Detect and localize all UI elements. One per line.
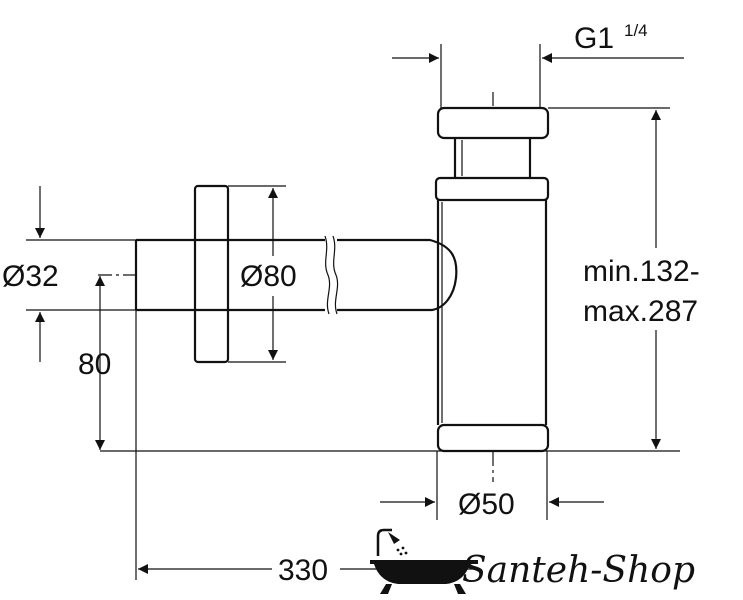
thread-fraction: 1/4 [624, 21, 648, 40]
dim-flange-diameter: Ø80 [228, 185, 297, 363]
bathtub-icon [370, 528, 478, 594]
length-label: 330 [278, 554, 328, 587]
dim-length: 330 [100, 310, 680, 587]
center-lines [98, 92, 494, 482]
wall-flange [193, 184, 230, 364]
brand-name: Santeh-Shop [462, 550, 695, 591]
dim-pipe-height: 80 [78, 276, 111, 450]
height-range-min-label: min.132- [583, 255, 700, 288]
dim-wall-pipe-diameter: Ø32 [2, 186, 136, 362]
wall-pipe-diameter-label: Ø32 [2, 260, 59, 293]
flange-diameter-label: Ø80 [240, 260, 297, 293]
body-diameter-label: Ø50 [458, 488, 515, 521]
height-range-max-label: max.287 [583, 295, 698, 328]
dim-thread: G1 1/4 [392, 21, 684, 108]
pipe-height-label: 80 [78, 348, 111, 381]
trap-body [434, 106, 550, 453]
dim-height-range: min.132- max.287 [548, 107, 700, 449]
thread-label: G1 [574, 22, 614, 55]
dim-body-diameter: Ø50 [380, 451, 604, 521]
brand-logo: Santeh-Shop [370, 528, 695, 594]
